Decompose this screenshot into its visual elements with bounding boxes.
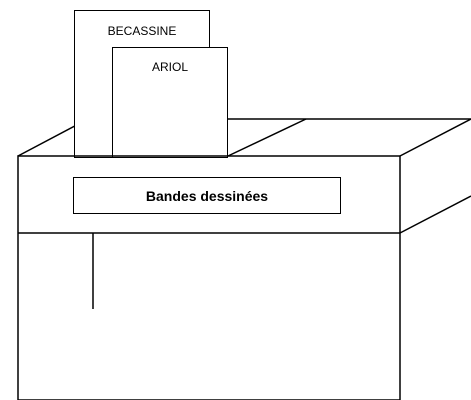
box-right-middle-edge xyxy=(399,195,471,234)
bin-label: Bandes dessinées xyxy=(73,177,341,214)
book-title-becassine: BECASSINE xyxy=(107,24,177,38)
book-title-ariol: ARIOL xyxy=(151,60,188,74)
bin-label-text: Bandes dessinées xyxy=(145,187,269,204)
box-right-top-edge xyxy=(399,118,471,157)
box-front-face xyxy=(17,155,401,400)
book-ariol: ARIOL xyxy=(112,47,228,158)
